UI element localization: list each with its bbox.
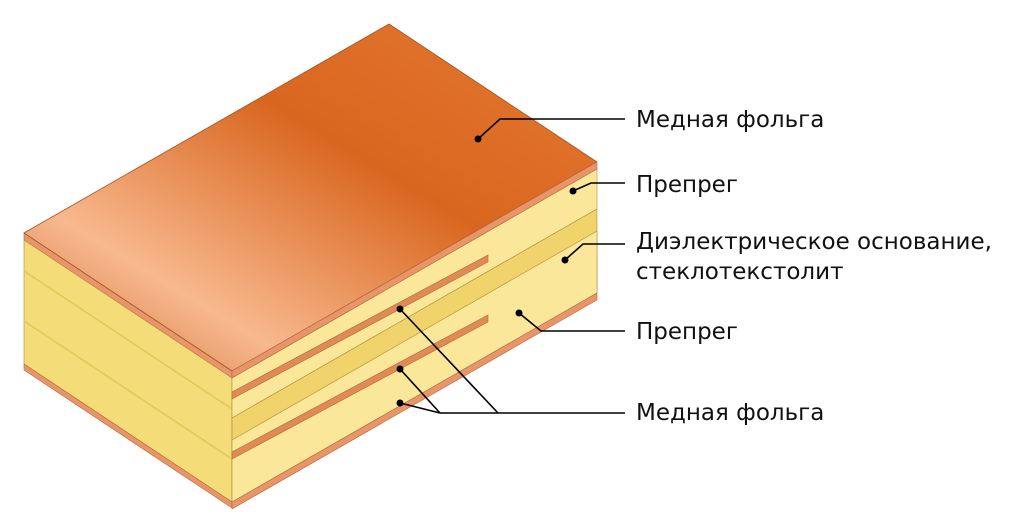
top-copper-edge: [231, 161, 598, 379]
right-copper-bottom: [231, 292, 598, 510]
label-copper-inner: Медная фольга: [636, 400, 824, 426]
label-copper-top: Медная фольга: [636, 107, 824, 133]
leader-copper-inner-1: [399, 308, 499, 414]
inner-copper-2: [231, 314, 489, 460]
leader-core: [564, 243, 625, 261]
leader-copper-inner-3: [399, 402, 441, 414]
leader-copper-inner-2: [399, 368, 441, 414]
label-core-line2: стеклотекстолит: [636, 259, 843, 285]
leader-prepreg-bottom: [518, 312, 625, 332]
front-layer-divider-2: [24, 320, 232, 460]
label-prepreg-top: Препрег: [636, 172, 738, 198]
leaders: [396, 118, 625, 414]
inner-copper-1: [231, 254, 489, 400]
leader-copper-top: [477, 118, 625, 140]
right-face: [231, 168, 598, 510]
front-face: [23, 232, 233, 509]
label-core-line1: Диэлектрическое основание,: [636, 229, 992, 255]
front-layer-divider-1: [24, 270, 232, 410]
label-prepreg-bottom: Препрег: [636, 319, 738, 345]
leader-prepreg-top: [572, 182, 625, 192]
